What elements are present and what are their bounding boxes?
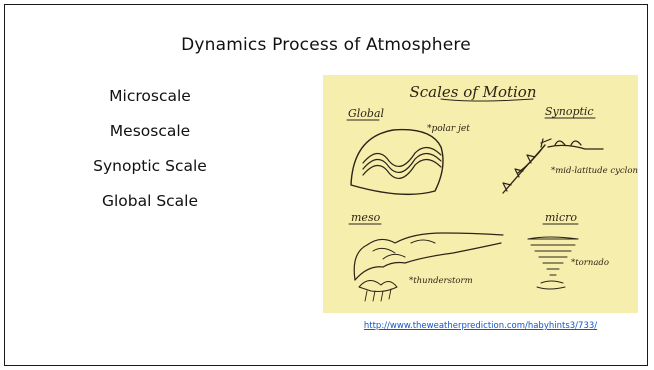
scale-list: Microscale Mesoscale Synoptic Scale Glob… (65, 81, 235, 221)
scale-item-meso: Mesoscale (109, 122, 191, 140)
micro-label: micro (545, 211, 577, 224)
global-label: Global (348, 107, 385, 120)
global-hemisphere-drawing (350, 128, 444, 196)
global-note-text: *polar jet (427, 124, 470, 134)
title-underline (440, 98, 534, 102)
scale-item-micro: Microscale (109, 87, 191, 105)
scale-item-synoptic: Synoptic Scale (93, 157, 207, 175)
scale-item-global: Global Scale (101, 192, 199, 210)
source-link[interactable]: http://www.theweatherprediction.com/haby… (363, 321, 598, 331)
micro-tornado-drawing (527, 236, 579, 290)
figure-title: Scales of Motion (409, 83, 536, 101)
synoptic-front-drawing (502, 138, 604, 194)
scales-of-motion-figure: Scales of Motion Global *polar jet Synop… (323, 75, 638, 313)
meso-label: meso (351, 211, 381, 224)
meso-note: *thunderstorm (409, 276, 473, 286)
synoptic-note: *mid-latitude cyclone (551, 166, 638, 176)
global-note: *polar jet (427, 124, 470, 134)
micro-note: *tornado (571, 258, 609, 268)
scales-of-motion-sketch: Scales of Motion Global *polar jet Synop… (346, 83, 638, 302)
slide-title: Dynamics Process of Atmosphere (181, 35, 471, 55)
slide: Dynamics Process of Atmosphere Microscal… (4, 4, 648, 366)
meso-thunderstorm-drawing (353, 232, 504, 302)
synoptic-label: Synoptic (545, 105, 594, 118)
